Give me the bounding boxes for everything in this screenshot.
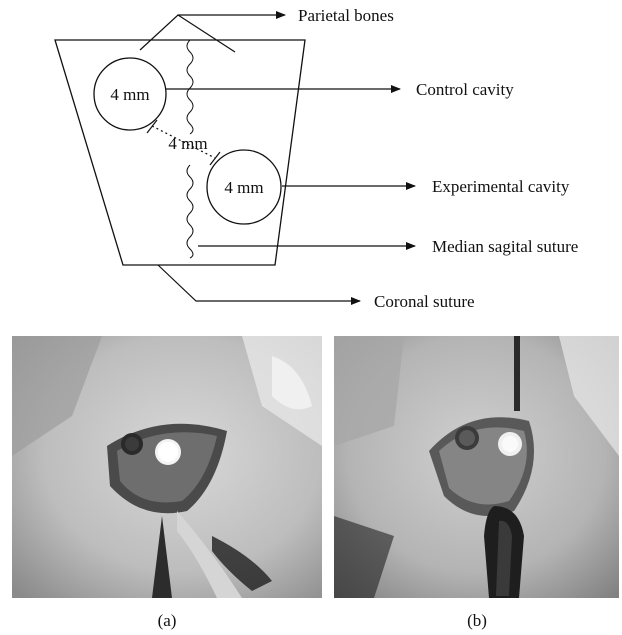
parietal-bones-label: Parietal bones [298, 6, 394, 25]
control-cavity-label: Control cavity [416, 80, 514, 99]
surgical-photo-b [334, 336, 619, 598]
surgical-photo-a [12, 336, 322, 598]
median-sagital-suture-label: Median sagital suture [432, 237, 578, 256]
experimental-cavity-size: 4 mm [224, 178, 263, 197]
control-cavity-size: 4 mm [110, 85, 149, 104]
caption-b: (b) [447, 611, 507, 631]
calvaria-diagram: Parietal bones 4 mm Control cavity 4 mm … [0, 0, 622, 320]
experimental-cavity-label: Experimental cavity [432, 177, 570, 196]
caption-a: (a) [137, 611, 197, 631]
coronal-suture-label: Coronal suture [374, 292, 475, 311]
spacing-label: 4 mm [168, 134, 207, 153]
median-sagital-suture [187, 40, 193, 134]
